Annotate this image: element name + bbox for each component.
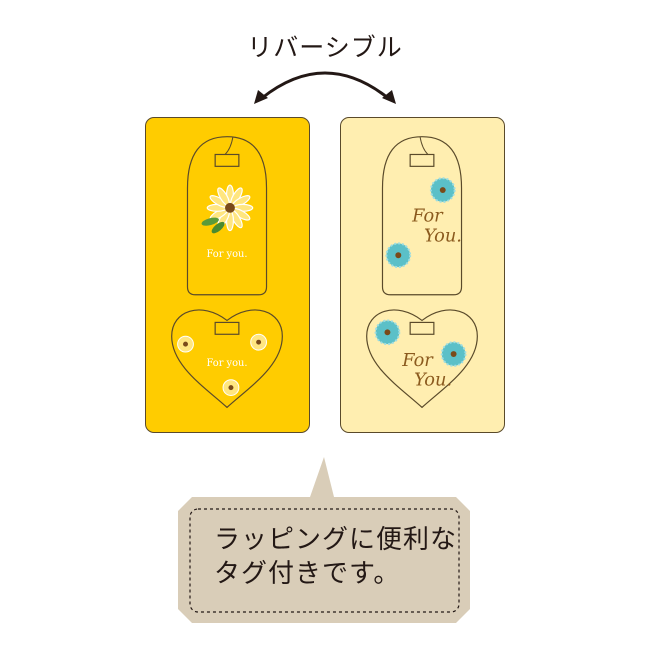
reversible-arrow-icon xyxy=(254,71,396,104)
reversible-title: リバーシブル xyxy=(247,33,403,62)
svg-text:For you.: For you. xyxy=(206,249,247,260)
tag-card-front: For you. For you. xyxy=(145,117,310,433)
svg-text:You.: You. xyxy=(414,370,452,391)
yellow-daisy-icon xyxy=(201,184,254,234)
blue-daisy-icon xyxy=(385,177,456,269)
callout-bubble: ラッピングに便利な タグ付きです。 xyxy=(178,455,473,623)
tag-card-back: For You. For You. xyxy=(340,117,505,433)
svg-text:You.: You. xyxy=(424,225,462,246)
callout-text: ラッピングに便利な タグ付きです。 xyxy=(214,525,458,589)
svg-text:For: For xyxy=(401,350,434,371)
svg-text:For: For xyxy=(411,206,444,227)
svg-text:For you.: For you. xyxy=(206,358,247,369)
tag-card-front-art: For you. For you. xyxy=(171,136,283,409)
tag-card-back-art: For You. For You. xyxy=(366,136,478,409)
